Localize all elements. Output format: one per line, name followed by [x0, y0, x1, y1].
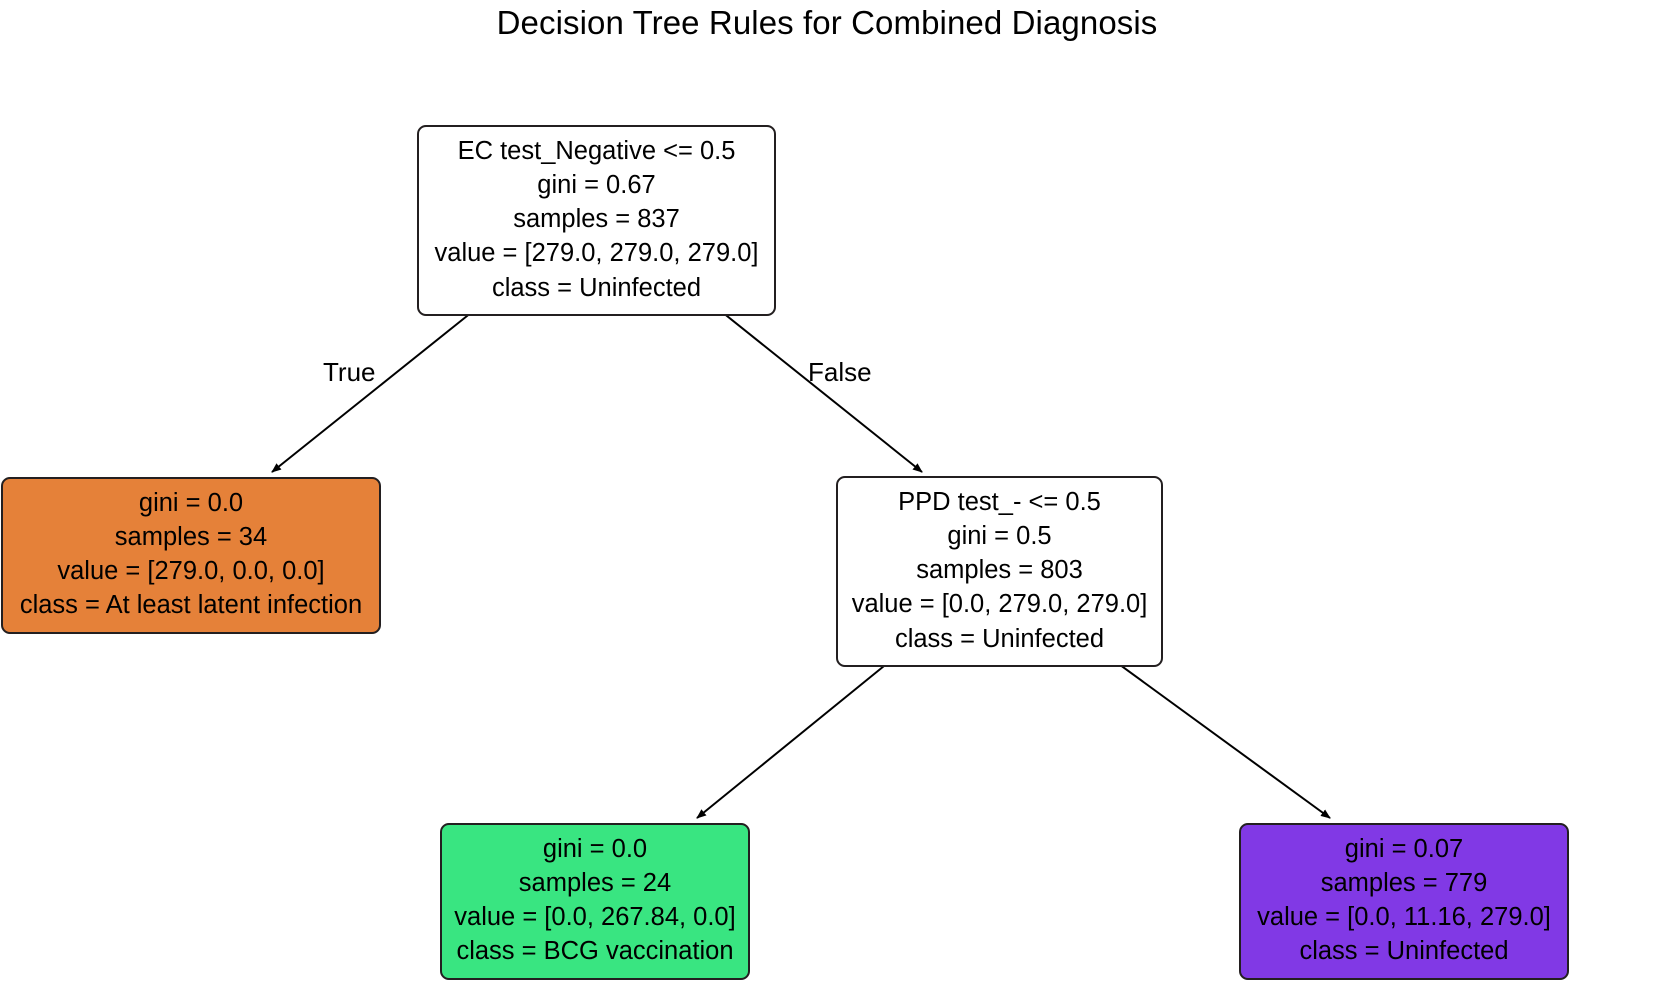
edge-label-true: True	[323, 357, 376, 387]
tree-node-left-leaf[interactable]: gini = 0.0 samples = 34 value = [279.0, …	[1, 477, 381, 634]
node-samples: samples = 779	[1320, 869, 1488, 898]
node-gini: gini = 0.0	[138, 489, 244, 517]
node-value: value = [0.0, 267.84, 0.0]	[454, 903, 736, 932]
node-condition: EC test_Negative <= 0.5	[457, 137, 736, 165]
node-value: value = [0.0, 11.16, 279.0]	[1257, 903, 1551, 932]
node-gini: gini = 0.5	[947, 522, 1052, 551]
node-class: class = Uninfected	[491, 273, 702, 302]
edge-label-false: False	[808, 357, 872, 387]
node-class: class = At least latent infection	[19, 591, 363, 620]
node-value: value = [0.0, 279.0, 279.0]	[851, 590, 1148, 619]
node-gini: gini = 0.07	[1344, 835, 1464, 863]
tree-node-ppd[interactable]: PPD test_- <= 0.5 gini = 0.5 samples = 8…	[836, 476, 1163, 667]
edge-root-to-left-leaf	[271, 291, 498, 473]
node-samples: samples = 34	[114, 523, 268, 552]
node-value: value = [279.0, 279.0, 279.0]	[434, 239, 759, 268]
page-title: Decision Tree Rules for Combined Diagnos…	[496, 4, 1158, 41]
node-class: class = BCG vaccination	[456, 937, 734, 966]
node-value: value = [279.0, 0.0, 0.0]	[57, 557, 325, 586]
node-samples: samples = 24	[518, 869, 672, 898]
node-condition: PPD test_- <= 0.5	[898, 488, 1101, 516]
tree-node-green-leaf[interactable]: gini = 0.0 samples = 24 value = [0.0, 26…	[440, 823, 750, 980]
node-gini: gini = 0.67	[537, 171, 656, 200]
tree-node-root[interactable]: EC test_Negative <= 0.5 gini = 0.67 samp…	[417, 125, 776, 316]
node-class: class = Uninfected	[1299, 937, 1509, 966]
node-gini: gini = 0.0	[542, 835, 648, 863]
node-samples: samples = 837	[513, 205, 680, 234]
node-class: class = Uninfected	[894, 624, 1105, 653]
node-samples: samples = 803	[916, 556, 1083, 585]
tree-node-purple-leaf[interactable]: gini = 0.07 samples = 779 value = [0.0, …	[1239, 823, 1569, 980]
